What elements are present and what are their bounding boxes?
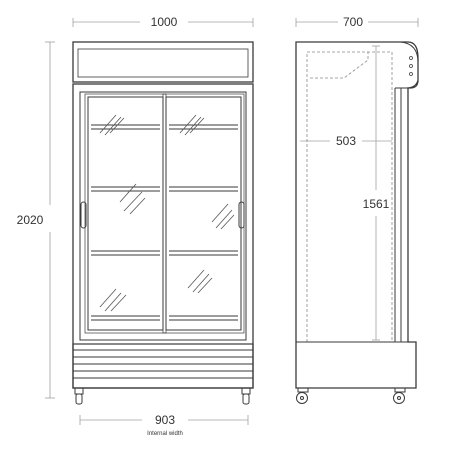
right-door-handle <box>238 201 245 229</box>
side-wheels <box>296 387 406 404</box>
side-control-panel <box>400 41 419 89</box>
overall-depth-label: 700 <box>343 15 363 29</box>
dimension-lines <box>45 18 419 425</box>
front-wheels <box>74 387 251 405</box>
glass-reflections <box>99 114 235 312</box>
internal-width-label: 903 <box>155 413 175 427</box>
left-door-handle <box>80 201 87 229</box>
front-base-grille <box>72 343 254 389</box>
front-canopy <box>72 41 254 83</box>
front-door-frame <box>79 91 247 341</box>
overall-width-label: 1000 <box>151 15 178 29</box>
side-view <box>295 41 419 404</box>
front-canopy-panel <box>77 48 249 78</box>
front-view <box>72 41 254 405</box>
right-door-glass <box>165 96 242 331</box>
internal-depth-label: 503 <box>336 134 356 148</box>
internal-width-caption: Internal width <box>147 431 183 437</box>
internal-height-label: 1561 <box>363 197 390 211</box>
shelves <box>91 124 238 321</box>
overall-height-label: 2020 <box>17 213 44 227</box>
side-cabinet-outline <box>295 41 419 389</box>
